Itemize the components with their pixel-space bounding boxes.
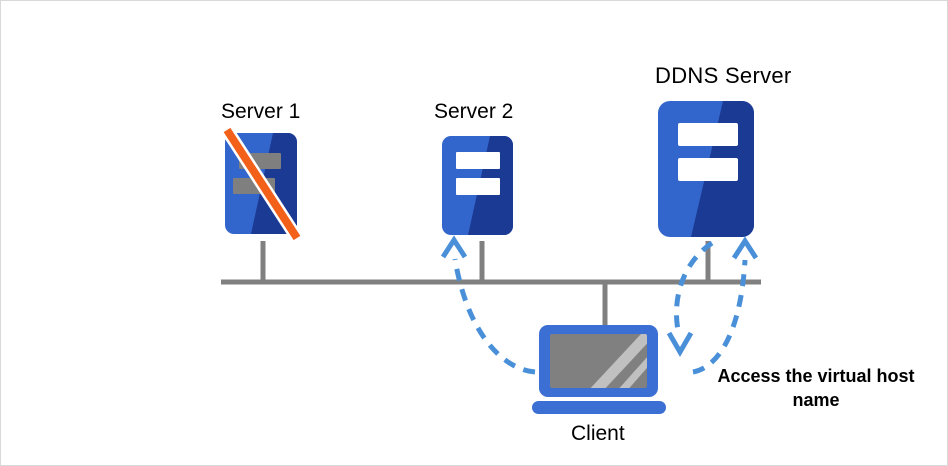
server-2-bar-bottom xyxy=(456,178,500,195)
arrow-to-ddns-path xyxy=(692,259,748,375)
access-virtual-host-name-note: Access the virtual host name xyxy=(717,366,915,411)
server-2-bar-top xyxy=(456,152,500,169)
client-laptop-icon xyxy=(532,325,666,414)
flow-arrows-group xyxy=(440,235,759,375)
arrow-ddns-to-client-path xyxy=(674,240,714,336)
arrow-client-to-server2-path xyxy=(452,258,536,375)
server-2-label: Server 2 xyxy=(434,100,514,123)
server-1-disabled-slash-icon xyxy=(223,127,301,241)
laptop-screen xyxy=(550,334,647,388)
ddns-server-icon xyxy=(658,101,754,237)
arrow-client-to-server2-head xyxy=(440,235,468,259)
server-2-icon xyxy=(442,136,513,235)
ddns-server-label: DDNS Server xyxy=(655,63,792,88)
arrow-to-ddns-head xyxy=(731,236,759,260)
laptop-base xyxy=(532,401,666,414)
laptop-screen-glare xyxy=(586,334,647,388)
ddns-server-bar-top xyxy=(678,123,738,146)
ddns-server-bar-bottom xyxy=(678,158,738,181)
server-1-label: Server 1 xyxy=(221,100,301,123)
server-1-icon xyxy=(221,126,303,242)
arrow-ddns-to-client-head xyxy=(666,331,694,357)
client-label: Client xyxy=(571,422,625,445)
